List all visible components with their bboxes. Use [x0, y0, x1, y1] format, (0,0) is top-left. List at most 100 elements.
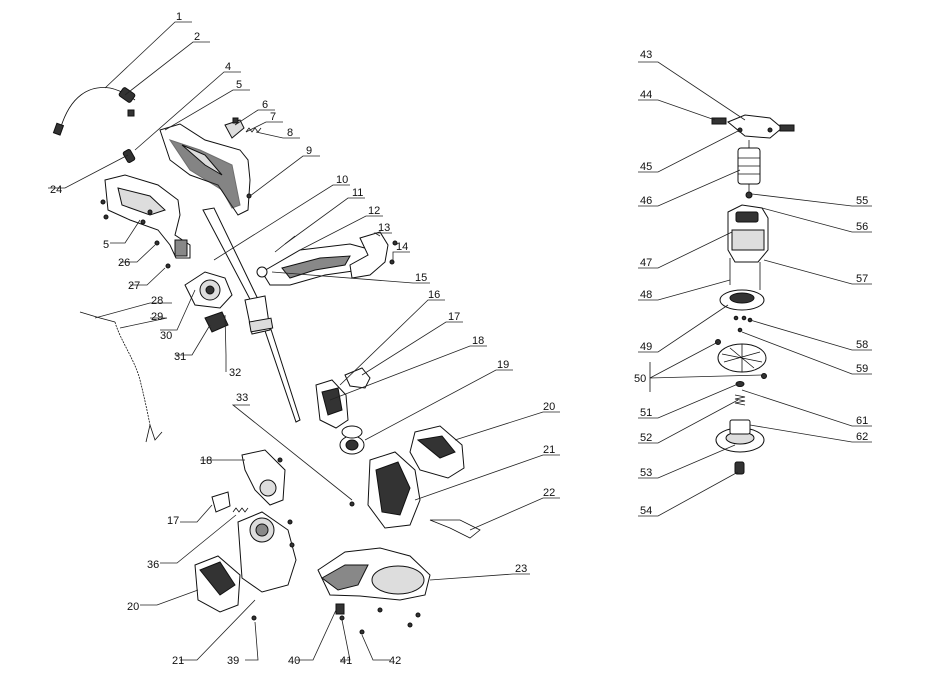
callout-54: 54 [640, 505, 652, 517]
callout-22: 22 [543, 487, 555, 499]
callout-49: 49 [640, 341, 652, 353]
part-screws-42 [251, 457, 421, 635]
part-bracket-lower [241, 449, 286, 506]
callout-29: 29 [151, 311, 163, 323]
part-motor-cover-upper [409, 425, 465, 479]
callout-47: 47 [640, 257, 652, 269]
part-cable-clip [122, 149, 136, 163]
callout-62: 62 [856, 431, 868, 443]
callout-6: 6 [262, 99, 268, 111]
callout-56: 56 [856, 221, 868, 233]
part-spring-small [245, 127, 262, 133]
part-wire-clip [429, 519, 481, 539]
part-motor-housing-lower [237, 511, 297, 593]
callout-5-upper: 5 [236, 79, 242, 91]
part-spring-52 [734, 394, 746, 406]
callout-59: 59 [856, 363, 868, 375]
part-screws-58 [733, 315, 753, 333]
callout-17-upper: 17 [448, 311, 460, 323]
callout-61: 61 [856, 415, 868, 427]
callout-33: 33 [236, 392, 248, 404]
part-nut-54 [734, 461, 745, 475]
callout-32: 32 [229, 367, 241, 379]
callout-numbers: 1 2 4 5 6 7 8 9 10 11 12 13 14 15 16 17 … [50, 11, 868, 667]
part-base-53 [715, 419, 765, 453]
callout-27: 27 [128, 280, 140, 292]
callout-11: 11 [352, 187, 363, 199]
part-knob-14 [389, 240, 398, 265]
part-plug [118, 87, 136, 117]
callout-2: 2 [194, 31, 200, 43]
callout-1: 1 [176, 11, 182, 23]
callout-50: 50 [634, 373, 646, 385]
callout-30: 30 [160, 330, 172, 342]
callout-26: 26 [118, 257, 130, 269]
part-blade-40-41 [335, 603, 345, 621]
part-plate-49 [719, 289, 765, 311]
callout-28: 28 [151, 295, 163, 307]
callout-23: 23 [515, 563, 527, 575]
callout-42: 42 [389, 655, 401, 667]
callout-10: 10 [336, 174, 348, 186]
callout-46: 46 [640, 195, 652, 207]
part-spring-36 [232, 507, 249, 513]
callout-7: 7 [270, 111, 276, 123]
part-screws-left [100, 199, 171, 269]
callout-53: 53 [640, 467, 652, 479]
part-armature-46 [737, 140, 761, 195]
part-bearing-55 [745, 191, 753, 199]
callout-18-upper: 18 [472, 335, 484, 347]
callout-18-lower: 18 [200, 455, 212, 467]
callout-5-lower: 5 [103, 239, 109, 251]
leader-lines-left [48, 21, 560, 661]
leader-lines-right [638, 61, 872, 517]
callout-31: 31 [174, 351, 186, 363]
callout-40: 40 [288, 655, 300, 667]
callout-48: 48 [640, 289, 652, 301]
part-clip-17-lower [211, 491, 231, 513]
callout-21-upper: 21 [543, 444, 555, 456]
callout-57: 57 [856, 273, 868, 285]
callout-52: 52 [640, 432, 652, 444]
callout-58: 58 [856, 339, 868, 351]
part-guard-23 [317, 547, 431, 601]
part-brush-holder-43 [711, 114, 795, 139]
part-screw-33 [349, 501, 355, 507]
callout-4: 4 [225, 61, 231, 73]
callout-8: 8 [287, 127, 293, 139]
part-cover-20-lower [194, 555, 241, 613]
callout-15: 15 [415, 272, 427, 284]
part-fan-50 [715, 339, 767, 379]
part-trigger [224, 117, 245, 139]
part-clip-17 [344, 367, 371, 389]
part-lock-button [204, 311, 229, 333]
callout-14: 14 [396, 241, 408, 253]
callout-21-lower: 21 [172, 655, 184, 667]
part-motor-housing-upper [367, 451, 421, 529]
callout-19: 19 [497, 359, 509, 371]
callout-43: 43 [640, 49, 652, 61]
callout-20-upper: 20 [543, 401, 555, 413]
part-aux-handle [256, 243, 379, 286]
callout-39: 39 [227, 655, 239, 667]
part-collar-19 [339, 425, 365, 455]
callout-13: 13 [378, 222, 390, 234]
callout-17-lower: 17 [167, 515, 179, 527]
callout-45: 45 [640, 161, 652, 173]
callout-41: 41 [340, 655, 352, 667]
part-coiled-cord [79, 311, 163, 443]
part-stator-47 [727, 204, 769, 263]
part-guard-bracket [315, 379, 349, 429]
part-aux-handle-grip [349, 231, 389, 279]
part-handle-half-lower [104, 174, 191, 259]
callout-24: 24 [50, 184, 62, 196]
part-joint-housing [184, 271, 233, 309]
part-screw-9 [246, 193, 252, 199]
callout-9: 9 [306, 145, 312, 157]
callout-55: 55 [856, 195, 868, 207]
callout-16: 16 [428, 289, 440, 301]
callout-44: 44 [640, 89, 652, 101]
callout-12: 12 [368, 205, 380, 217]
